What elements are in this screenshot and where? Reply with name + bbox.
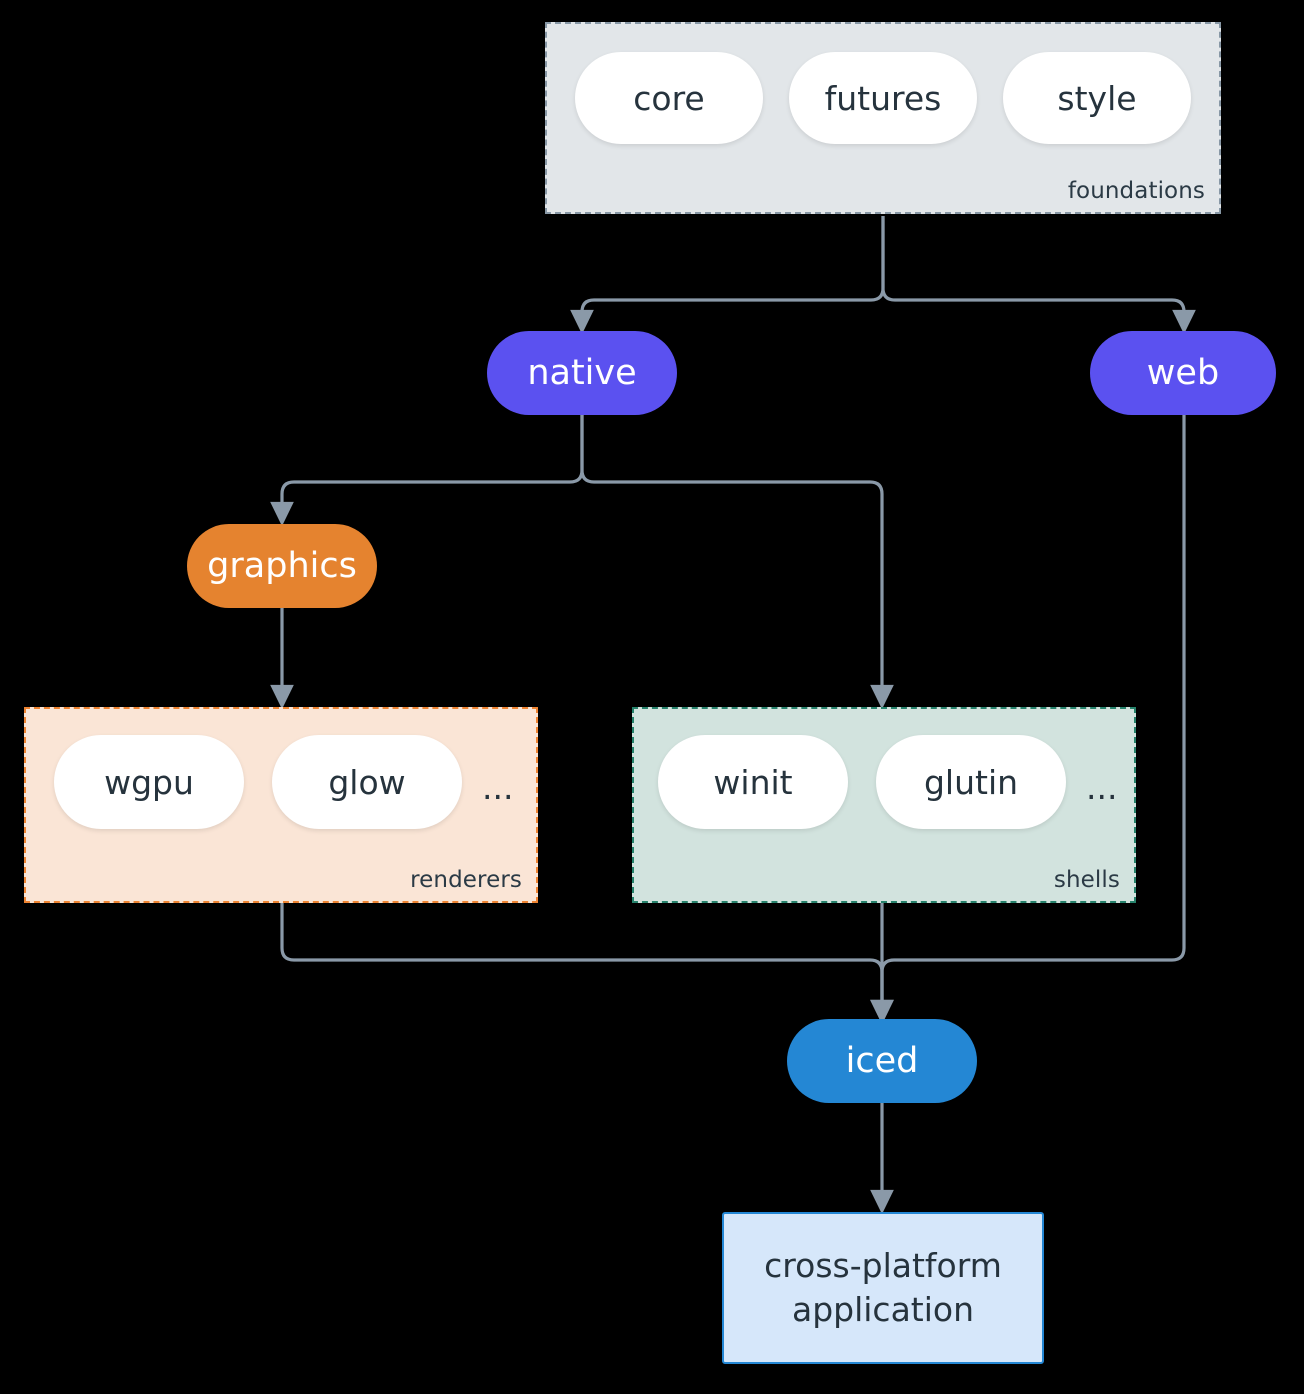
application-line-1: cross-platform [764,1246,1002,1286]
leaf-glow-label: glow [328,762,406,802]
cluster-foundations-items: core futures style [547,24,1219,212]
node-iced[interactable]: iced [787,1019,977,1103]
leaf-glutin[interactable]: glutin [876,735,1066,829]
cluster-foundations[interactable]: core futures style foundations [545,22,1221,214]
leaf-style-label: style [1057,78,1137,118]
cluster-renderers-items: wgpu glow ... [26,709,536,901]
node-cross-platform-application[interactable]: cross-platform application [722,1212,1044,1364]
node-native[interactable]: native [487,331,677,415]
cluster-renderers[interactable]: wgpu glow ... renderers [24,707,538,903]
leaf-glutin-label: glutin [923,762,1019,802]
cluster-renderers-label: renderers [410,867,522,893]
renderers-ellipsis: ... [482,768,514,807]
leaf-style[interactable]: style [1003,52,1191,144]
leaf-glow[interactable]: glow [272,735,462,829]
leaf-winit[interactable]: winit [658,735,848,829]
leaf-winit-label: winit [713,762,793,802]
cluster-shells-items: winit glutin ... [634,709,1134,901]
node-web-label: web [1146,353,1220,393]
shells-ellipsis: ... [1086,768,1118,807]
leaf-wgpu[interactable]: wgpu [54,735,244,829]
node-graphics-label: graphics [207,546,357,586]
leaf-futures-label: futures [824,78,942,118]
leaf-futures[interactable]: futures [789,52,977,144]
cluster-shells[interactable]: winit glutin ... shells [632,707,1136,903]
node-web[interactable]: web [1090,331,1276,415]
node-graphics[interactable]: graphics [187,524,377,608]
node-iced-label: iced [845,1041,919,1081]
application-line-2: application [791,1290,975,1329]
cluster-foundations-label: foundations [1067,178,1205,204]
leaf-core-label: core [633,78,705,118]
leaf-core[interactable]: core [575,52,763,144]
cluster-shells-label: shells [1053,867,1120,893]
leaf-wgpu-label: wgpu [104,762,194,802]
node-native-label: native [527,353,637,393]
